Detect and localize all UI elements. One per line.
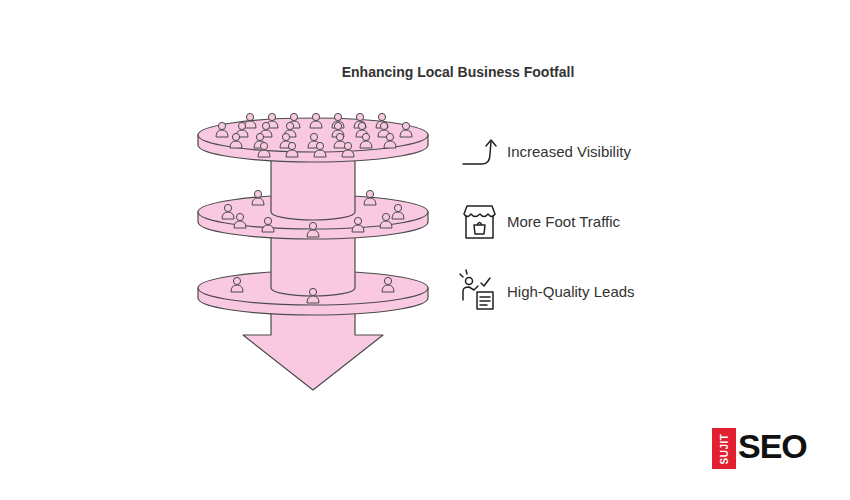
- person-icon: [392, 212, 404, 219]
- person-head: [309, 288, 316, 295]
- side-icons: [460, 140, 496, 309]
- person-head: [354, 217, 361, 224]
- person-icon: [262, 225, 274, 232]
- person-head: [402, 122, 409, 129]
- benefit-label: High-Quality Leads: [507, 283, 635, 300]
- person-head: [262, 122, 269, 129]
- person-head: [384, 277, 391, 284]
- top-disc: [198, 118, 428, 152]
- person-icon: [382, 285, 394, 292]
- person-head: [238, 122, 245, 129]
- store-bag: [474, 223, 485, 235]
- person-icon: [364, 198, 376, 205]
- person-head: [218, 122, 225, 129]
- person-icon: [231, 285, 243, 292]
- lead-sparks: [460, 270, 467, 277]
- person-icon: [352, 225, 364, 232]
- lead-head: [466, 278, 473, 285]
- person-head: [290, 113, 297, 120]
- person-head: [232, 133, 239, 140]
- person-head: [358, 122, 365, 129]
- person-icon: [342, 150, 354, 157]
- person-icon: [230, 141, 242, 148]
- person-head: [382, 213, 389, 220]
- benefit-label: More Foot Traffic: [507, 213, 620, 230]
- person-icon: [384, 141, 396, 148]
- lead-check: [481, 278, 490, 286]
- diagram-title: Enhancing Local Business Footfall: [342, 64, 575, 80]
- person-head: [386, 133, 393, 140]
- center-column: [271, 135, 355, 220]
- person-head: [254, 190, 261, 197]
- person-head: [260, 142, 267, 149]
- middle-people: [222, 190, 404, 237]
- lead-paper: [477, 292, 493, 309]
- person-head: [344, 142, 351, 149]
- person-head: [264, 217, 271, 224]
- person-head: [286, 122, 293, 129]
- person-icon: [314, 150, 326, 157]
- person-head: [246, 113, 253, 120]
- person-head: [380, 122, 387, 129]
- person-icon: [222, 212, 234, 219]
- person-icon: [400, 130, 412, 137]
- person-icon: [307, 230, 319, 237]
- person-icon: [286, 150, 298, 157]
- person-icon: [310, 121, 322, 128]
- person-head: [282, 133, 289, 140]
- person-icon: [216, 130, 228, 137]
- person-icon: [234, 221, 246, 228]
- person-head: [394, 204, 401, 211]
- person-head: [378, 113, 385, 120]
- person-icon: [258, 150, 270, 157]
- top-people: [216, 113, 412, 157]
- person-head: [334, 113, 341, 120]
- store-body: [466, 216, 493, 238]
- person-head: [362, 133, 369, 140]
- person-icon: [307, 296, 319, 303]
- person-head: [236, 213, 243, 220]
- person-icon: [252, 198, 264, 205]
- person-head: [224, 204, 231, 211]
- person-head: [310, 133, 317, 140]
- logo-word: SEO: [738, 427, 807, 466]
- benefit-label: Increased Visibility: [507, 143, 631, 160]
- person-head: [336, 133, 343, 140]
- person-head: [312, 113, 319, 120]
- lead-body: [463, 286, 478, 300]
- person-head: [288, 142, 295, 149]
- bottom-people: [231, 277, 394, 303]
- trend-icon-head: [486, 140, 496, 146]
- person-icon: [380, 221, 392, 228]
- person-icon: [360, 141, 372, 148]
- person-head: [233, 277, 240, 284]
- stacked-discs: [198, 113, 428, 390]
- person-head: [268, 113, 275, 120]
- person-head: [309, 222, 316, 229]
- logo-mark: SUJIT: [719, 433, 730, 464]
- person-head: [316, 142, 323, 149]
- person-head: [256, 133, 263, 140]
- person-head: [356, 113, 363, 120]
- person-head: [334, 122, 341, 129]
- person-head: [366, 190, 373, 197]
- logo-box: SUJIT: [712, 428, 736, 469]
- store-awning: [464, 206, 495, 217]
